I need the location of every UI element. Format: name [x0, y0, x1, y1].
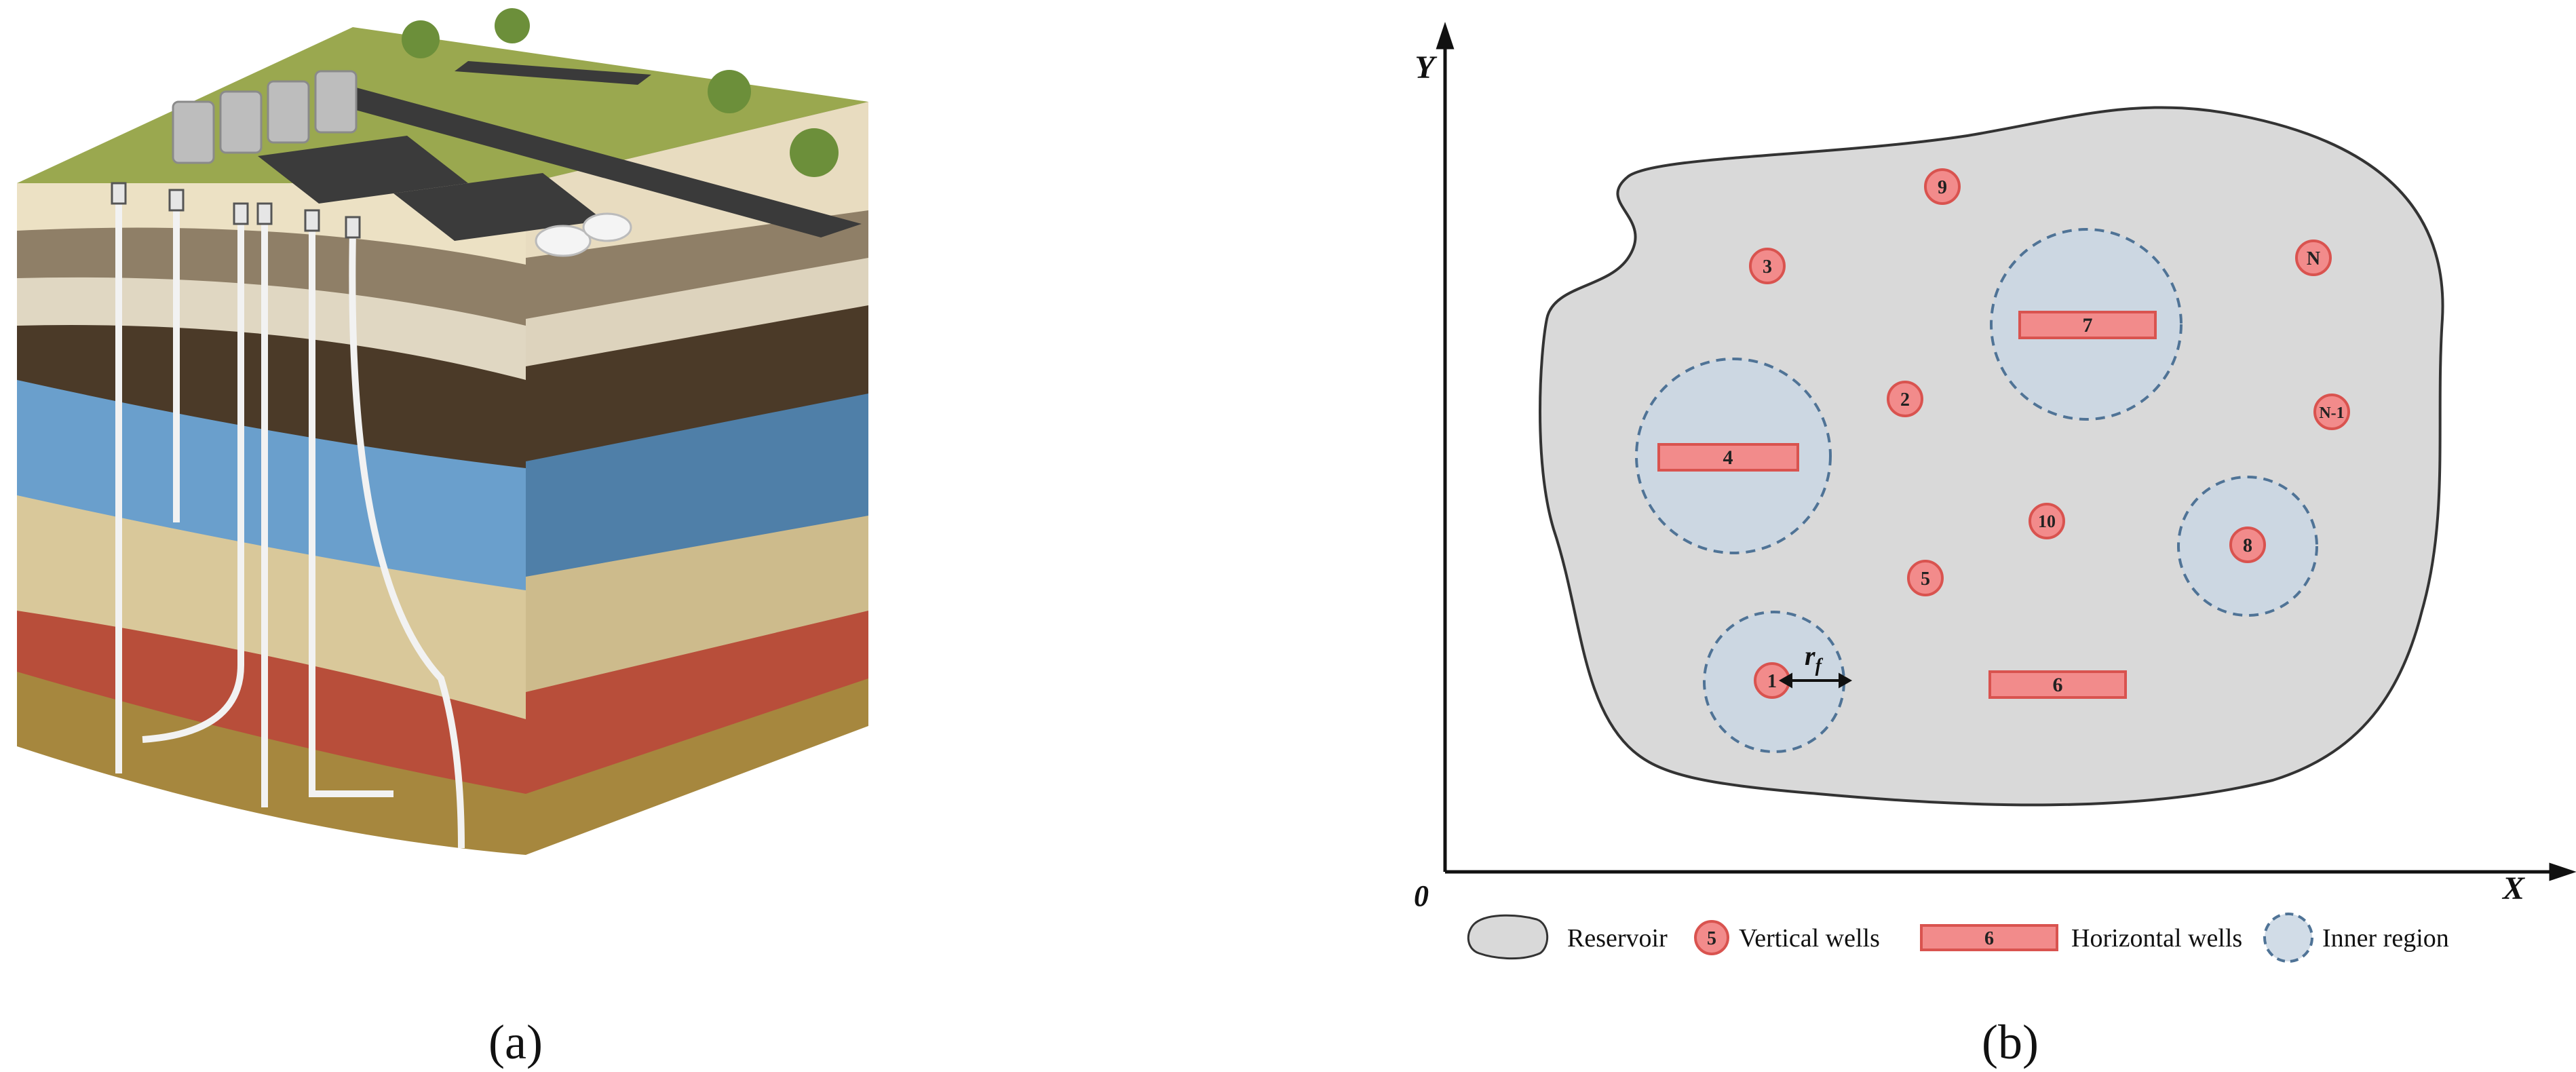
legend-reservoir-label: Reservoir: [1567, 924, 1668, 953]
horizontal-well-label: 6: [2053, 674, 2063, 696]
radius-symbol: r: [1805, 640, 1815, 671]
horizontal-well-6: [1988, 670, 2127, 699]
vertical-well-2: [1887, 381, 1923, 417]
legend-inner-region-swatch: [2263, 913, 2313, 963]
legend-horizontal-wells-label: Horizontal wells: [2071, 924, 2242, 953]
y-axis-label: Y: [1415, 50, 1437, 85]
vertical-well-label: 5: [1921, 569, 1930, 590]
origin-label: 0: [1414, 879, 1429, 913]
block-front-face: [17, 183, 526, 855]
vertical-well-N-1: [2313, 394, 2350, 430]
radius-subscript: f: [1815, 655, 1824, 676]
vertical-well-label: 8: [2243, 535, 2252, 556]
road: [326, 85, 862, 237]
vertical-well-label: 2: [1900, 389, 1910, 410]
vertical-wells: [1749, 168, 2350, 699]
horizontal-well-7: [2018, 311, 2157, 339]
vertical-well-label: 3: [1763, 256, 1772, 277]
horizontal-well-4: [1657, 443, 1799, 472]
vertical-well-8: [2229, 527, 2266, 563]
panel-b-diagram: Y X 0 7 4 6: [1414, 22, 2576, 963]
wellheads: [111, 182, 361, 239]
vertical-well-10: [2029, 503, 2065, 539]
legend-inner-region-label: Inner region: [2322, 924, 2449, 953]
legend: Reservoir 5 Vertical wells 6 Horizontal …: [1467, 913, 2449, 963]
horizontal-wells: [1657, 311, 2157, 699]
wellbores: [115, 197, 465, 849]
vertical-well-3: [1749, 248, 1786, 284]
vertical-well-5: [1907, 560, 1944, 596]
buildings: [258, 136, 604, 241]
horizontal-well-label: 4: [1723, 446, 1733, 469]
vertical-well-label: 9: [1938, 177, 1947, 198]
panel-a-caption: (a): [488, 1015, 543, 1069]
vertical-well-label: N: [2307, 248, 2320, 269]
storage-tanks: [172, 70, 358, 164]
legend-vertical-well-swatch: [1694, 920, 1729, 955]
radius-label: rf: [1805, 640, 1824, 676]
axes: [1436, 22, 2576, 881]
panel-a-illustration: [17, 8, 868, 855]
vertical-well-9: [1924, 168, 1961, 205]
legend-vertical-wells-label: Vertical wells: [1739, 924, 1880, 953]
vertical-well-label: N-1: [2319, 404, 2344, 422]
vertical-well-label: 10: [2038, 512, 2056, 531]
x-axis-label: X: [2501, 870, 2525, 906]
legend-horizontal-well-swatch: [1920, 924, 2058, 951]
legend-vertical-well-symbol: 5: [1707, 928, 1716, 949]
trees: [402, 8, 839, 177]
legend-reservoir-swatch: [1467, 914, 1549, 960]
vertical-well-label: 1: [1767, 671, 1777, 692]
radius-arrow: [1778, 672, 1853, 689]
vertical-well-N: [2295, 240, 2332, 276]
horizontal-well-label: 7: [2083, 314, 2093, 337]
panel-b-caption: (b): [1982, 1015, 2039, 1069]
white-tanks: [535, 212, 632, 257]
legend-horizontal-well-symbol: 6: [1984, 928, 1994, 949]
